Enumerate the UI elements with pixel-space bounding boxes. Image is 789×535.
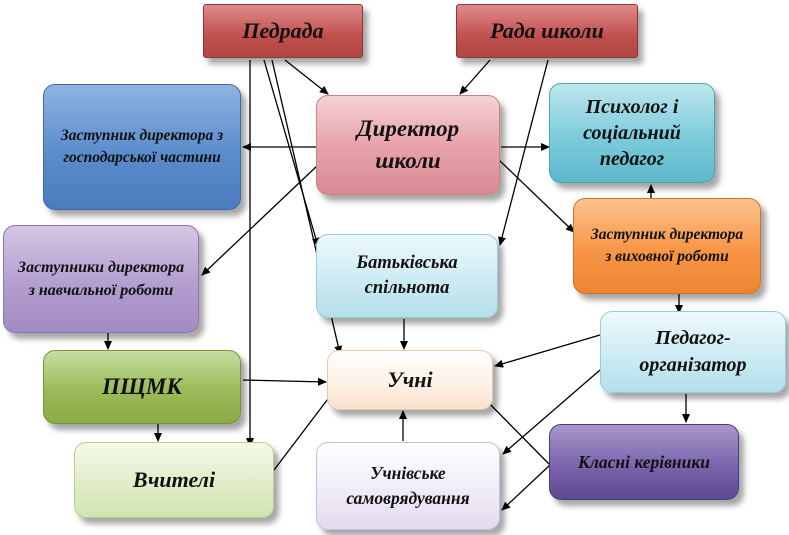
node-pedrada-label: Педрада — [242, 18, 324, 43]
node-rada-shkoly: Рада школи — [456, 4, 638, 58]
node-vchyteli: Вчителі — [74, 442, 274, 518]
arrow-dyrektor-zast-navch — [201, 164, 319, 276]
node-psykholog: Психолог і соціальний педагог — [549, 83, 715, 183]
node-batkivska-label: Батьківська спільнота — [356, 253, 458, 298]
node-dyrektor-label: Директор школи — [356, 115, 460, 173]
node-zast-gosp-label: Заступник директора з господарської част… — [60, 126, 224, 166]
arrow-pedagog-samovriad — [502, 369, 601, 455]
node-psykholog-label: Психолог і соціальний педагог — [583, 96, 681, 170]
node-samovriad-label: Учнівське самоврядування — [346, 462, 470, 508]
node-vchyteli-label: Вчителі — [132, 467, 216, 492]
node-klasni: Класні керівники — [549, 424, 739, 500]
node-samovriad: Учнівське самоврядування — [316, 442, 500, 530]
node-pedagog-org: Педагог-організатор — [600, 311, 786, 393]
arrow-dyrektor-zast-vykh — [498, 159, 575, 233]
node-uchni-label: Учні — [387, 367, 433, 392]
node-pshmk-label: ПЩМК — [102, 374, 182, 399]
node-zast-navch: Заступники директора з навчальної роботи — [3, 225, 199, 333]
node-zast-gosp: Заступник директора з господарської част… — [43, 84, 241, 210]
node-zast-vykh: Заступник директора з виховної роботи — [573, 198, 761, 294]
arrow-pshmk-uchni — [242, 377, 327, 386]
node-pedagog-org-label: Педагог-організатор — [639, 327, 747, 376]
node-dyrektor: Директор школи — [316, 95, 500, 195]
node-rada-shkoly-label: Рада школи — [490, 18, 604, 43]
arrow-klasni-samovriad — [501, 464, 551, 511]
node-batkivska: Батьківська спільнота — [316, 234, 498, 318]
arrow-vchyteli-uchni — [273, 386, 338, 471]
node-pshmk: ПЩМК — [43, 350, 241, 424]
arrow-rada-dyrektor — [459, 59, 491, 95]
arrow-pedrada-batkivska — [263, 59, 320, 247]
node-klasni-label: Класні керівники — [578, 451, 710, 472]
arrow-pedrada-dyrektor — [284, 59, 329, 95]
arrow-pedagog-uchni — [494, 334, 601, 368]
node-pedrada: Педрада — [203, 4, 363, 58]
arrow-rada-batkivska — [498, 59, 549, 246]
node-zast-navch-label: Заступники директора з навчальної роботи — [17, 258, 185, 299]
node-uchni: Учні — [327, 350, 493, 410]
node-zast-vykh-label: Заступник директора з виховної роботи — [590, 225, 744, 265]
